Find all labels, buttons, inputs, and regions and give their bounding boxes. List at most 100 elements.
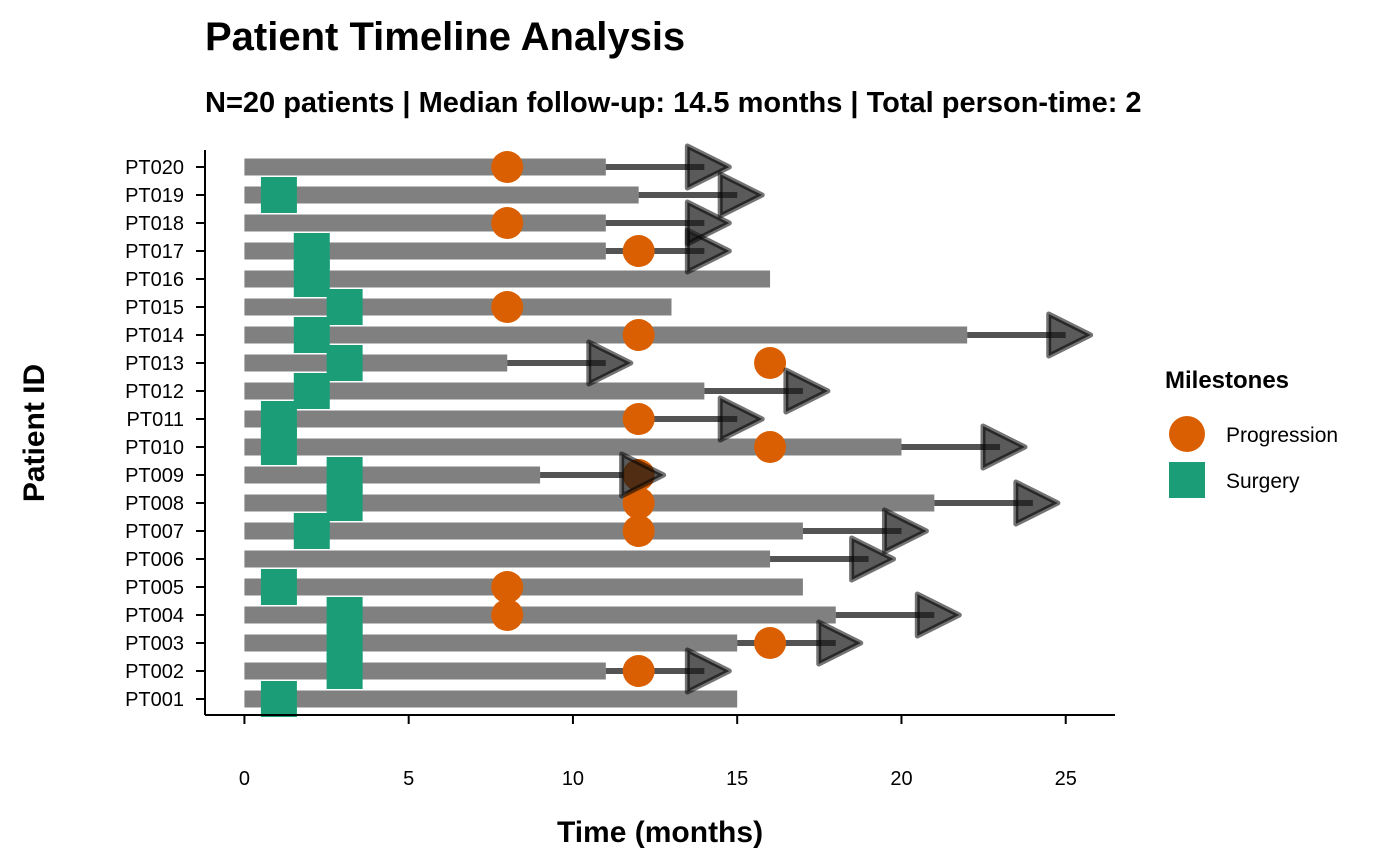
progression-marker	[622, 487, 655, 519]
y-tick-label: PT010	[125, 437, 184, 459]
progression-marker	[622, 319, 655, 351]
x-axis-title: Time (months)	[557, 816, 763, 849]
progression-marker	[754, 347, 787, 379]
surgery-marker	[326, 597, 363, 633]
timeline-bar	[244, 634, 738, 652]
y-tick-label: PT003	[125, 633, 184, 655]
y-tick-label: PT014	[125, 325, 184, 347]
ongoing-arrow	[1013, 479, 1061, 527]
surgery-marker	[293, 233, 330, 269]
y-tick-label: PT019	[125, 185, 184, 207]
timeline-bar	[244, 382, 705, 400]
timeline-bar	[244, 158, 606, 176]
chart-title: Patient Timeline Analysis	[205, 15, 685, 59]
x-tick-label: 15	[726, 768, 748, 790]
y-axis-title: Patient ID	[18, 364, 51, 502]
y-tick-label: PT008	[125, 493, 184, 515]
y-tick-label: PT004	[125, 605, 184, 627]
timeline-bar	[244, 662, 606, 680]
ongoing-arrow	[1046, 311, 1094, 359]
ongoing-arrow	[816, 619, 864, 667]
y-tick-label: PT011	[127, 409, 184, 431]
progression-marker	[622, 235, 655, 267]
y-tick-label: PT015	[125, 297, 184, 319]
surgery-marker	[293, 373, 330, 409]
surgery-marker	[260, 401, 297, 437]
plot-area	[244, 143, 1094, 717]
surgery-marker	[293, 513, 330, 549]
ongoing-arrow	[619, 451, 667, 499]
chart-subtitle: N=20 patients | Median follow-up: 14.5 m…	[205, 87, 1142, 119]
y-tick-label: PT007	[125, 521, 184, 543]
y-tick-label: PT005	[125, 577, 184, 599]
x-tick-label: 5	[403, 768, 414, 790]
y-tick-label: PT006	[125, 549, 184, 571]
surgery-marker	[293, 317, 330, 353]
timeline-bar	[244, 550, 771, 568]
ongoing-arrow	[980, 423, 1028, 471]
y-tick-label: PT009	[125, 465, 184, 487]
surgery-marker	[260, 681, 297, 717]
y-tick-label: PT018	[125, 213, 184, 235]
ongoing-arrow	[849, 535, 897, 583]
surgery-marker	[326, 289, 363, 325]
y-tick-label: PT002	[125, 661, 184, 683]
progression-marker	[754, 627, 787, 659]
ongoing-arrow	[783, 367, 831, 415]
y-tick-label: PT001	[125, 689, 184, 711]
timeline-bar	[244, 578, 803, 596]
x-tick-label: 20	[890, 768, 912, 790]
progression-marker	[491, 291, 524, 323]
ongoing-arrow	[684, 143, 732, 191]
legend-surgery-label: Surgery	[1226, 470, 1300, 493]
legend-progression-key	[1169, 416, 1205, 452]
legend-progression-label: Progression	[1226, 424, 1338, 447]
surgery-marker	[326, 345, 363, 381]
timeline-bar	[244, 494, 935, 512]
ongoing-arrow	[684, 199, 732, 247]
timeline-bar	[244, 326, 968, 344]
timeline-bar	[244, 354, 508, 372]
x-tick-label: 25	[1055, 768, 1077, 790]
y-tick-label: PT013	[125, 353, 184, 375]
ongoing-arrow	[717, 171, 765, 219]
x-tick-label: 10	[562, 768, 584, 790]
timeline-bar	[244, 438, 902, 456]
progression-marker	[622, 403, 655, 435]
ongoing-arrow	[881, 507, 929, 555]
timeline-bar	[244, 270, 771, 288]
progression-marker	[491, 207, 524, 239]
timeline-bar	[244, 214, 606, 232]
progression-marker	[491, 599, 524, 631]
progression-marker	[622, 655, 655, 687]
y-tick-label: PT017	[125, 241, 184, 263]
timeline-bar	[244, 298, 672, 316]
y-tick-label: PT020	[125, 157, 184, 179]
legend-title: Milestones	[1165, 367, 1289, 394]
ongoing-arrow	[914, 591, 962, 639]
surgery-marker	[260, 569, 297, 605]
progression-marker	[491, 571, 524, 603]
progression-marker	[754, 431, 787, 463]
progression-marker	[622, 515, 655, 547]
x-tick-label: 0	[239, 768, 250, 790]
y-tick-label: PT012	[125, 381, 184, 403]
progression-marker	[491, 151, 524, 183]
legend-surgery-key	[1169, 462, 1205, 498]
timeline-bar	[244, 242, 606, 260]
surgery-marker	[326, 457, 363, 493]
ongoing-arrow	[717, 395, 765, 443]
timeline-bar	[244, 606, 836, 624]
timeline-bar	[244, 522, 803, 540]
ongoing-arrow	[586, 339, 634, 387]
timeline-bar	[244, 186, 639, 204]
timeline-bar	[244, 410, 639, 428]
y-tick-label: PT016	[125, 269, 184, 291]
timeline-bar	[244, 466, 541, 484]
ongoing-arrow	[684, 647, 732, 695]
surgery-marker	[260, 177, 297, 213]
axes: PT001 PT002 PT003 PT004 PT005 PT006 PT007 PT008…	[125, 150, 1115, 790]
timeline-bar	[244, 690, 738, 708]
